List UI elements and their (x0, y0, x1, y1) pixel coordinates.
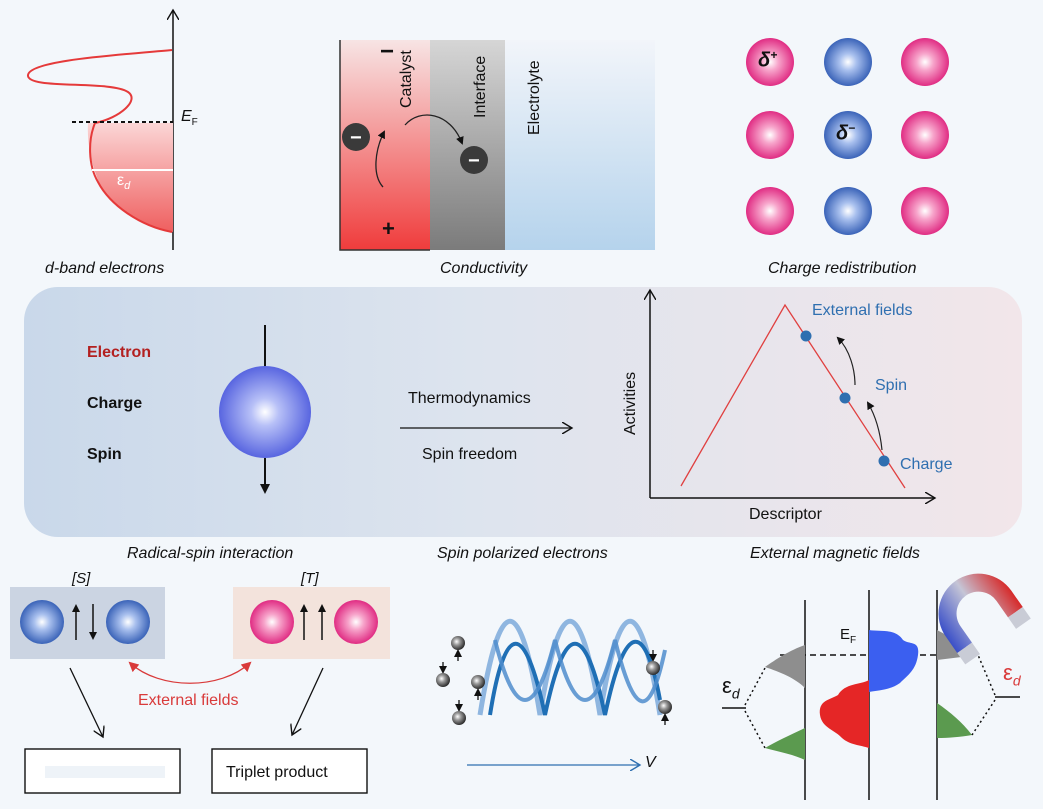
volcano-xlabel: Descriptor (749, 506, 822, 523)
atom-pink-bottom-left (746, 187, 794, 235)
voltage-label: V (645, 754, 656, 771)
magnetic-fermi-label: EF (840, 626, 857, 646)
d-band-filled-area (87, 123, 173, 232)
caption-charge-redistribution: Charge redistribution (768, 260, 917, 277)
triplet-product-box (211, 748, 368, 794)
triplet-product-label: Triplet product (226, 764, 328, 781)
triplet-label: [T] (301, 570, 319, 587)
spin-electron-4 (452, 700, 466, 725)
caption-conductivity: Conductivity (440, 260, 528, 277)
point-label-external-fields: External fields (812, 302, 913, 319)
caption-spin-polarized: Spin polarized electrons (437, 545, 608, 562)
caption-radical-spin: Radical-spin interaction (127, 545, 294, 562)
green-band-left (765, 728, 805, 760)
gray-band-left (765, 645, 805, 688)
d-band-center-label: εd (117, 172, 131, 193)
positive-sign: + (382, 216, 395, 241)
spin-electron-3 (471, 675, 485, 700)
electron-ball-1 (342, 123, 370, 151)
atom-delta-minus (824, 111, 872, 159)
helix-strand-dark (488, 639, 662, 716)
d-band-panel (27, 10, 173, 250)
green-band-right (937, 703, 972, 738)
catalyst-frame (339, 40, 430, 251)
singlet-sphere-right (106, 600, 150, 644)
charge-label: Charge (87, 395, 143, 412)
spin-polarized-panel (436, 619, 672, 765)
point-external-fields (800, 330, 812, 342)
caption-d-band: d-band electrons (45, 260, 165, 277)
d-band-curve (27, 49, 173, 233)
fermi-level-label: EF (181, 108, 198, 129)
epsilon-d-right: εd (1003, 660, 1021, 689)
atom-pink-mid-right (901, 111, 949, 159)
charge-to-spin-arrow (866, 401, 883, 451)
thermodynamics-label: Thermodynamics (408, 390, 531, 407)
interface-label: Interface (472, 55, 489, 118)
delta-plus-label: δ+ (758, 48, 778, 72)
triplet-product-arrow (292, 667, 324, 735)
interface-region (430, 40, 505, 250)
charge-redistribution-panel (746, 38, 949, 235)
point-charge (878, 455, 890, 467)
magnet-icon (938, 573, 1031, 665)
spin-electron-6 (658, 700, 672, 725)
atom-blue-top (824, 38, 872, 86)
volcano-curve (680, 303, 906, 489)
helix-strand-light (477, 619, 663, 716)
electron-transfer-arrow (404, 114, 464, 145)
electrolyte-label: Electrolyte (526, 60, 543, 135)
delta-minus-label: δ− (836, 121, 856, 145)
caption-external-magnetic: External magnetic fields (750, 545, 920, 562)
negative-sign: − (380, 38, 395, 65)
singlet-label: [S] (72, 570, 91, 587)
spin-electron-5 (646, 650, 660, 675)
electron-sphere (219, 366, 311, 458)
connector-left-lower (744, 710, 766, 749)
point-label-spin: Spin (875, 377, 908, 394)
spin-label: Spin (87, 446, 122, 463)
atom-delta-plus (746, 38, 794, 86)
electron-charge-1: − (350, 127, 362, 149)
atom-pink-mid-left (746, 111, 794, 159)
radical-spin-panel (10, 587, 390, 794)
electron-label: Electron (87, 344, 152, 361)
singlet-sphere-left (20, 600, 64, 644)
volcano-plot (650, 290, 935, 498)
connector-left-upper (744, 667, 766, 706)
external-fields-label: External fields (138, 692, 239, 709)
triplet-sphere-right (334, 600, 378, 644)
connector-right-lower (971, 699, 996, 736)
spin-electron-1 (451, 636, 465, 661)
conductivity-panel (339, 40, 655, 251)
spin-to-external-arrow (836, 336, 856, 386)
volcano-ylabel: Activities (622, 371, 639, 435)
point-label-charge: Charge (900, 456, 953, 473)
helix-strand-mid (493, 639, 667, 704)
magnetic-panel (722, 573, 1031, 800)
singlet-product-arrow (69, 667, 103, 737)
atom-pink-bottom-right (901, 187, 949, 235)
electron-ball-2 (460, 146, 488, 174)
electron-sphere-group (219, 325, 572, 494)
atom-pink-top-right (901, 38, 949, 86)
electron-up-arrow (375, 130, 385, 188)
epsilon-d-left: εd (722, 673, 740, 702)
spin-up-dos (869, 630, 919, 692)
point-spin (839, 392, 851, 404)
spin-down-dos (819, 680, 869, 748)
spin-electron-2 (436, 662, 450, 687)
connector-right-upper (977, 654, 996, 696)
catalyst-label: Catalyst (398, 50, 415, 108)
external-fields-arrow (128, 661, 252, 684)
singlet-product-redacted (45, 766, 165, 778)
electrolyte-region (505, 40, 655, 250)
triplet-sphere-left (250, 600, 294, 644)
spin-freedom-label: Spin freedom (422, 446, 518, 463)
electron-charge-2: − (468, 150, 480, 172)
atom-blue-bottom (824, 187, 872, 235)
